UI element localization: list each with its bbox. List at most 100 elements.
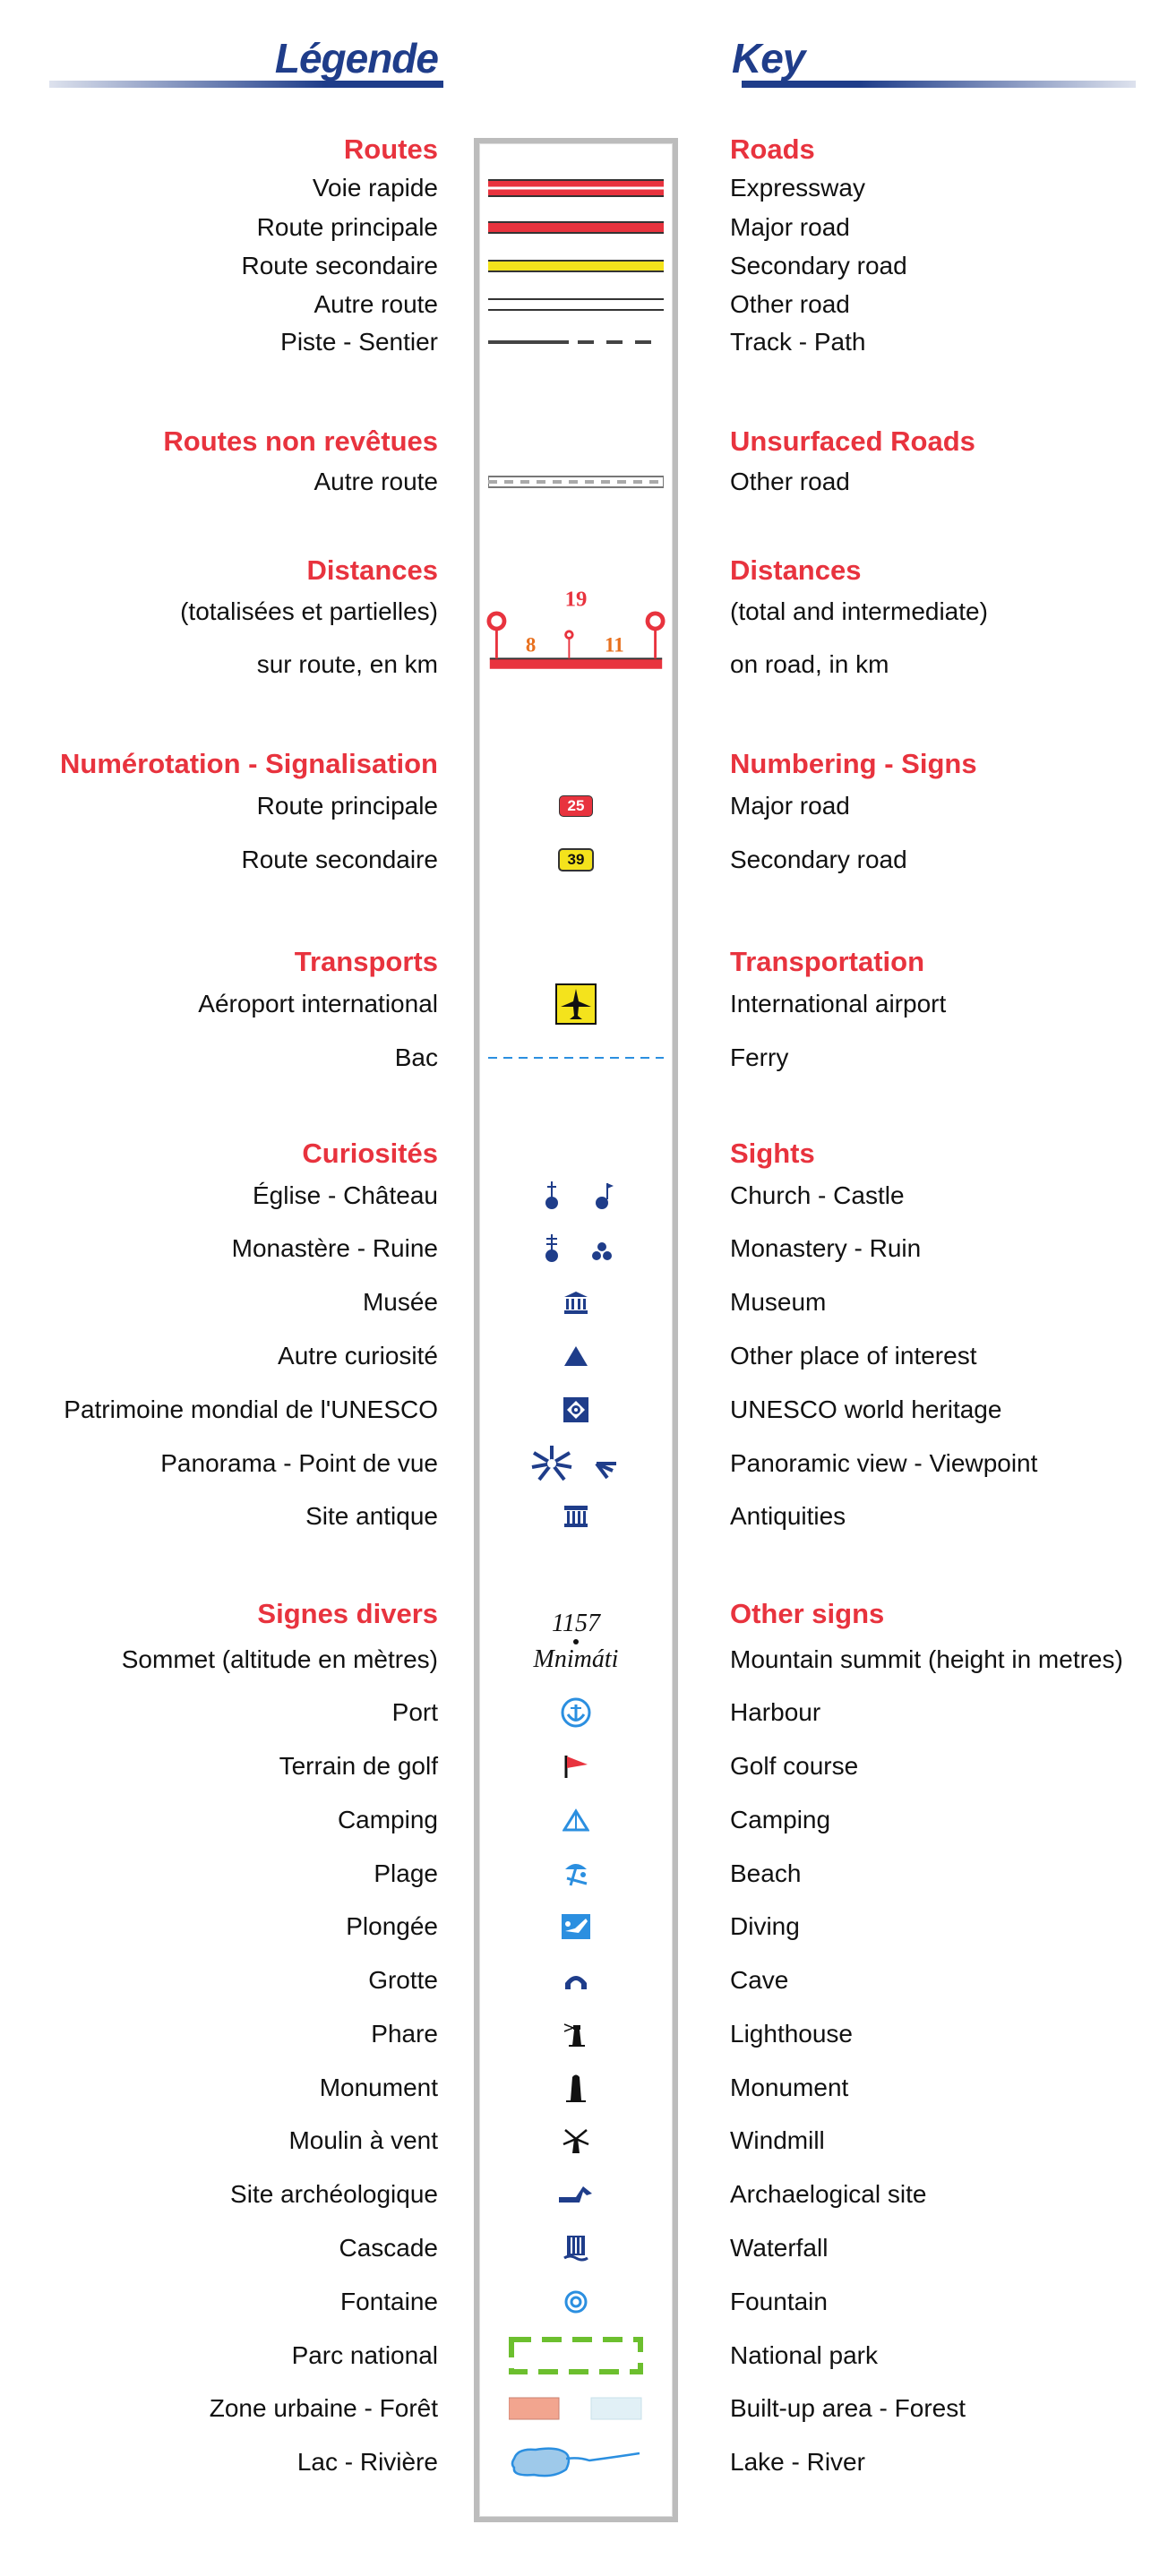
- legend-item-en: Major road: [730, 213, 850, 241]
- beach-icon: [486, 1829, 666, 1919]
- section-heading-fr: Routes non revêtues: [163, 425, 438, 457]
- legend-item-fr: Terrain de golf: [279, 1752, 438, 1780]
- track-path-line-icon: [486, 297, 666, 387]
- legend-item: Route principale 25 Major road: [0, 788, 1168, 824]
- monument-icon: [486, 2043, 666, 2133]
- legend-item-en: Track - Path: [730, 328, 866, 356]
- legend-item-en: Camping: [730, 1806, 831, 1833]
- section-heading-en: Distances: [730, 554, 862, 586]
- section-heading: Distances Distances: [0, 553, 1168, 588]
- diving-icon: [486, 1882, 666, 1971]
- section-heading-en: Roads: [730, 133, 815, 165]
- section-heading-fr: Numérotation - Signalisation: [60, 748, 438, 779]
- legend-item-fr: Route secondaire: [241, 252, 438, 279]
- unsurfaced-road-line-icon: [486, 437, 666, 527]
- legend-item-en: Major road: [730, 792, 850, 820]
- legend-item-en: National park: [730, 2341, 878, 2369]
- symbol-column-frame: [474, 138, 678, 2522]
- legend-item-fr: Autre curiosité: [278, 1342, 438, 1370]
- legend-item: Site antique Antiquities: [0, 1498, 1168, 1534]
- section-heading-fr: Routes: [343, 133, 438, 165]
- legend-item: Autre route Other road: [0, 464, 1168, 500]
- legend-item-en: Expressway: [730, 174, 865, 202]
- legend-title-fr: Légende: [274, 35, 439, 82]
- legend-item-en: Cave: [730, 1966, 789, 1994]
- legend-item-fr: Autre route: [313, 290, 438, 318]
- legend-item-fr: Musée: [362, 1288, 438, 1316]
- legend-item-fr: Route principale: [256, 792, 438, 820]
- legend-item: Terrain de golf Golf course: [0, 1748, 1168, 1784]
- legend-item-en: Monastery - Ruin: [730, 1234, 922, 1262]
- legend-item-en: Other road: [730, 468, 850, 495]
- legend-item-en: Other road: [730, 290, 850, 318]
- legend-item-fr: Site archéologique: [230, 2180, 438, 2208]
- section-heading-fr: Curiosités: [302, 1138, 438, 1169]
- section-heading-fr: Transports: [294, 946, 438, 977]
- legend-item: Plongée Diving: [0, 1909, 1168, 1945]
- legend-item-fr: Route secondaire: [241, 846, 438, 873]
- legend-item-en: Antiquities: [730, 1502, 846, 1530]
- waterfall-icon: [486, 2203, 666, 2293]
- road-number-red-icon: 25: [486, 761, 666, 851]
- cave-icon: [486, 1936, 666, 2025]
- triangle-icon: [486, 1311, 666, 1401]
- tent-icon: [486, 1775, 666, 1865]
- legend-item-fr: Port: [391, 1698, 438, 1726]
- antiquities-icon: [486, 1472, 666, 1561]
- road-number-yellow-icon: 39: [486, 815, 666, 905]
- legend-item-fr: Plage: [374, 1859, 438, 1887]
- legend-item-en: Built-up area - Forest: [730, 2394, 966, 2422]
- legend-item-fr: Monument: [319, 2074, 438, 2101]
- unesco-icon: [486, 1365, 666, 1455]
- legend-item-fr: Site antique: [305, 1502, 438, 1530]
- legend-item-en: Diving: [730, 1912, 800, 1940]
- legend-item-en: on road, in km: [730, 650, 889, 678]
- section-heading-fr: Signes divers: [257, 1598, 438, 1629]
- secondary-road-line-icon: [486, 221, 666, 311]
- distance-part-1: 8: [526, 634, 536, 657]
- section-heading-fr: Distances: [306, 554, 438, 586]
- legend-item-fr: Phare: [371, 2020, 438, 2048]
- legend-title-en: Key: [732, 35, 805, 82]
- archaeological-icon: [486, 2150, 666, 2239]
- legend-item-fr: sur route, en km: [256, 650, 438, 678]
- lake-river-icon: [486, 2417, 666, 2507]
- legend-item-fr: Lac - Rivière: [296, 2448, 438, 2476]
- museum-icon: [486, 1258, 666, 1347]
- road-number-badge: 25: [558, 795, 594, 817]
- legend-item-fr: Plongée: [346, 1912, 438, 1940]
- legend-item-fr: Moulin à vent: [288, 2126, 438, 2154]
- legend-item-fr: Autre route: [313, 468, 438, 495]
- anchor-icon: [486, 1668, 666, 1757]
- legend-item-fr: Patrimoine mondial de l'UNESCO: [64, 1395, 438, 1423]
- distance-part-2: 11: [605, 634, 624, 657]
- legend-item-en: Golf course: [730, 1752, 859, 1780]
- windmill-icon: [486, 2096, 666, 2185]
- summit-name: Mnimáti: [533, 1645, 619, 1673]
- panorama-icon: [486, 1419, 666, 1508]
- legend-item-fr: Fontaine: [340, 2288, 438, 2315]
- legend-item-en: Mountain summit (height in metres): [730, 1645, 1123, 1673]
- airport-icon: [486, 959, 666, 1049]
- legend-item-en: International airport: [730, 990, 947, 1018]
- legend-item-fr: Grotte: [368, 1966, 438, 1994]
- legend-item-fr: Église - Château: [252, 1181, 438, 1209]
- legend-item-fr: Monastère - Ruine: [231, 1234, 438, 1262]
